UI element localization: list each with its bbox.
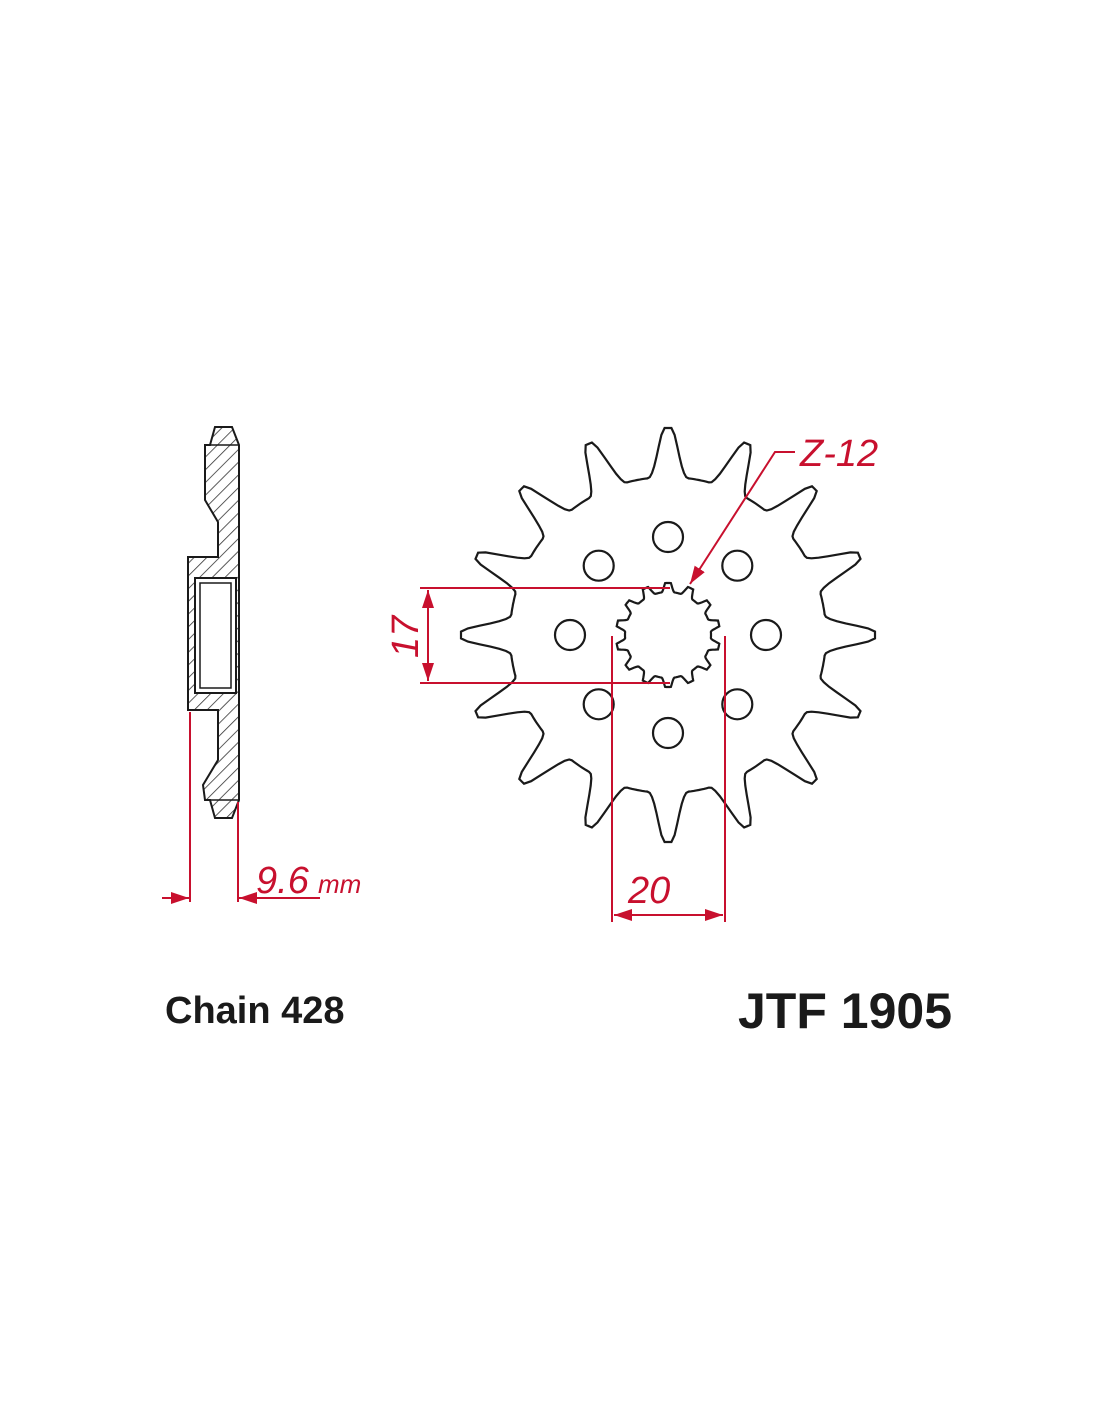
spline-inner-dimension [420,587,670,684]
part-number: JTF 1905 [738,983,953,1039]
bolt-hole [553,618,587,652]
thickness-unit: mm [318,869,361,899]
spline-inner-value: 17 [385,614,427,658]
bolt-holes [553,520,783,750]
spline-outer-dimension [611,636,726,922]
bolt-hole [749,618,783,652]
spline-outer-value: 20 [627,870,670,912]
sprocket-front-view [459,426,877,844]
chain-label: Chain 428 [165,990,345,1032]
bolt-hole [721,549,754,582]
bolt-hole [651,520,685,554]
thickness-dimension [162,712,320,904]
bolt-hole [651,716,685,750]
side-section-view [187,426,240,819]
thickness-value: 9.6 [256,860,310,902]
bolt-hole [582,549,615,582]
bolt-hole [721,688,754,721]
bolt-hole [582,688,615,721]
spline-bore-outline [615,581,721,689]
spline-teeth-leader [689,451,795,585]
sprocket-teeth-outline [459,426,877,844]
hub-bore-inner [199,582,232,689]
spline-teeth-label: Z-12 [799,433,878,475]
